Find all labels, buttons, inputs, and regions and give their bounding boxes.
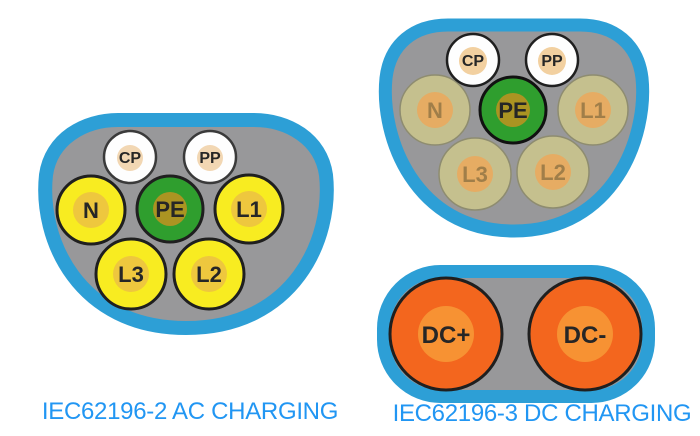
ac-pin-l1: L1 [213,173,285,245]
ac-pin-n: N [55,174,127,246]
dc-pin-pp-label: PP [541,53,563,70]
dc-pin-negative-contact [557,306,613,362]
ac-pin-l2: L2 [172,237,246,311]
ac-pin-l1-contact [231,191,267,227]
dc-signal-connector-diagram: N L1 L3 L2 CP PP PE [378,18,650,238]
dc-pin-negative: DC- [527,276,643,392]
ac-pin-l2-contact [191,256,227,292]
ac-pin-l3-label: L3 [118,262,144,287]
dc-pin-positive: DC+ [388,276,504,392]
dc-pin-l2-contact [535,154,571,190]
ac-pin-pe-label: PE [155,197,184,222]
dc-pin-negative-label: DC- [564,322,607,349]
dc-pin-pe-label: PE [498,98,527,123]
ac-pin-l1-label: L1 [236,197,262,222]
ac-pin-l3: L3 [94,237,168,311]
ac-pin-l2-label: L2 [196,262,222,287]
ac-connector-caption: IEC62196-2 AC CHARGING [41,398,339,425]
dc-pin-cp: CP [445,32,501,88]
ac-pin-n-label: N [83,198,99,223]
dc-pin-l2-label: L2 [540,160,566,185]
dc-pin-l3-inactive: L3 [438,137,512,211]
dc-pin-l3-contact [457,156,493,192]
dc-power-connector-diagram: DC+ DC- [377,265,655,403]
dc-pin-pp: PP [524,32,580,88]
dc-pin-cp-contact [459,47,487,75]
dc-pin-n-inactive: N [399,74,471,146]
ac-pin-cp-contact [117,145,143,171]
ac-pin-pe: PE [135,174,205,244]
dc-pin-pe: PE [478,75,548,145]
ac-pin-pp: PP [182,129,238,185]
dc-pin-positive-contact [418,306,474,362]
ac-pin-pp-label: PP [199,150,221,167]
dc-pin-l1-inactive: L1 [557,74,629,146]
ac-pin-pe-contact [153,192,187,226]
dc-pin-l3-label: L3 [462,162,488,187]
dc-pin-n-label: N [427,98,443,123]
dc-pin-positive-label: DC+ [422,322,471,349]
dc-pin-cp-label: CP [462,53,485,70]
dc-pin-pp-contact [538,47,566,75]
dc-pin-pe-contact [496,93,530,127]
ac-pin-l3-contact [113,256,149,292]
ac-pin-pp-contact [197,145,223,171]
dc-pin-l1-contact [575,92,611,128]
ac-pin-n-contact [73,192,109,228]
ac-pin-cp-label: CP [119,150,142,167]
ac-pin-cp: CP [102,129,158,185]
dc-pin-l2-inactive: L2 [516,135,590,209]
dc-pin-n-contact [417,92,453,128]
dc-pin-l1-label: L1 [580,98,606,123]
ac-connector-diagram: CP PP N PE L1 L3 L [38,113,334,336]
dc-connector-caption: IEC62196-3 DC CHARGING [392,400,692,427]
